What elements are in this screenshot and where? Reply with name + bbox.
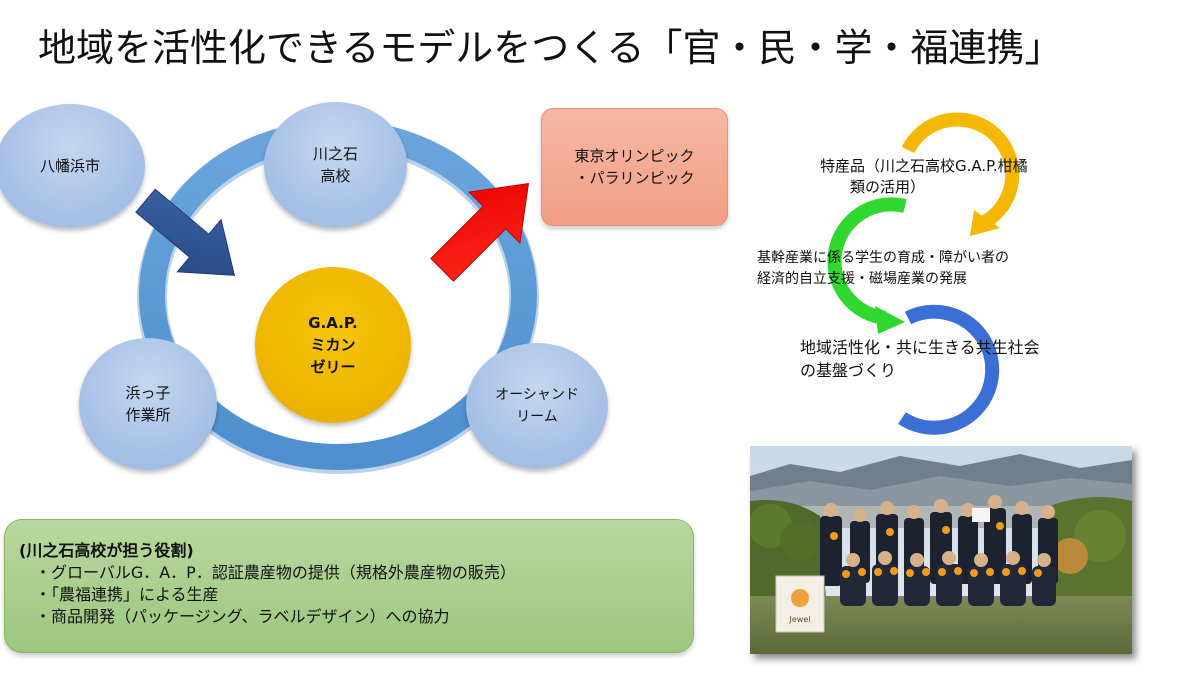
page-title: 地域を活性化できるモデルをつくる「官・民・学・福連携」: [38, 26, 1063, 70]
cycle-item-specialty: 特産品（川之石高校G.A.P.柑橘 類の活用）: [820, 157, 1028, 196]
role-item-2: ・「農福連携」による生産: [35, 585, 219, 604]
node-kawanoishi: 川之石 高校: [264, 102, 407, 228]
cycle-item-community: 地域活性化・共に生きる共生社会 の基盤づくり: [800, 338, 1040, 380]
role-item-1: ・グローバルG．A．P．認証農産物の提供（規格外農産物の販売）: [35, 563, 516, 582]
node-hamakko-label: 浜っ子 作業所: [125, 384, 171, 424]
olympic-box: 東京オリンピック ・パラリンピック: [541, 108, 728, 226]
cycle-item-industry: 基幹産業に係る学生の育成・障がい者の 経済的自立支援・磁場産業の発展: [757, 250, 1009, 287]
node-oceandream-label: オーシャンド リーム: [495, 387, 579, 425]
node-hamakko: 浜っ子 作業所: [79, 338, 217, 470]
node-gap-jelly: G.A.P. ミカン ゼリー: [255, 267, 411, 423]
group-photo-image: Jewel: [750, 446, 1132, 654]
node-gap-jelly-label: G.A.P. ミカン ゼリー: [308, 314, 358, 376]
role-item-3: ・商品開発（パッケージング、ラベルデザイン）への協力: [35, 607, 450, 626]
red-arrow: [430, 182, 530, 282]
blue-arrow: [135, 188, 236, 276]
jewel-sign: Jewel: [775, 575, 825, 633]
olympic-label: 東京オリンピック ・パラリンピック: [574, 147, 695, 187]
role-box: (川之石高校が担う役割) ・グローバルG．A．P．認証農産物の提供（規格外農産物…: [4, 519, 694, 653]
node-yawatahama: 八幡浜市: [0, 104, 145, 228]
role-heading: (川之石高校が担う役割): [19, 541, 194, 560]
node-oceandream: オーシャンド リーム: [466, 343, 608, 469]
jewel-sign-text: Jewel: [789, 615, 811, 624]
node-kawanoishi-label: 川之石 高校: [312, 145, 358, 185]
group-photo: Jewel: [750, 446, 1132, 654]
cycle-arcs: [827, 112, 1020, 435]
node-yawatahama-label: 八幡浜市: [39, 157, 100, 175]
